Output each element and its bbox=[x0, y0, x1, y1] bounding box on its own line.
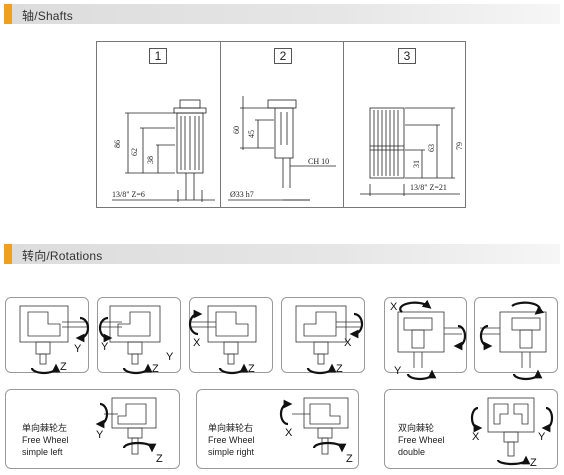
gearbox-diagram-1 bbox=[19, 305, 88, 365]
rotation-arrow-icon bbox=[349, 312, 364, 339]
axis-z-label: Z bbox=[336, 363, 343, 375]
gearbox-diagram-5 bbox=[397, 311, 462, 368]
free-wheel-right-en1: Free Wheel bbox=[208, 435, 255, 445]
section-accent bbox=[4, 4, 12, 24]
shaft-2-diameter: Ø33 h7 bbox=[230, 190, 254, 199]
section-accent bbox=[4, 244, 12, 264]
gearbox-diagram-2 bbox=[100, 305, 161, 365]
rotation-arrow-icon bbox=[30, 363, 61, 375]
rotations-section-title: 转向/Rotations bbox=[22, 249, 103, 263]
axis-z-label: Z bbox=[530, 457, 537, 469]
rotation-arrow-icon bbox=[512, 369, 543, 381]
free-wheel-double-label: 双向棘轮 Free Wheel double bbox=[398, 422, 445, 458]
shaft-1-dim-mid: 62 bbox=[130, 148, 139, 156]
shaft-1-spline: 13/8" Z=6 bbox=[112, 190, 145, 199]
shaft-number-2: 2 bbox=[274, 48, 292, 64]
axis-y-label: Y bbox=[166, 351, 174, 363]
free-wheel-double-cn: 双向棘轮 bbox=[398, 423, 435, 433]
free-wheel-right-diagram bbox=[292, 397, 349, 455]
free-wheel-double-en1: Free Wheel bbox=[398, 435, 445, 445]
shaft-3-drawing bbox=[360, 107, 460, 196]
shafts-section-header: 轴/Shafts bbox=[4, 4, 560, 24]
shaft-1-dim-total: 86 bbox=[113, 140, 122, 148]
rotation-arrow-icon bbox=[312, 441, 347, 453]
free-wheel-left-en2: simple left bbox=[22, 447, 63, 457]
shaft-number-3: 3 bbox=[398, 48, 416, 64]
rotation-arrow-icon bbox=[399, 299, 432, 313]
gearbox-diagram-6 bbox=[480, 311, 547, 368]
axis-z-label: Z bbox=[60, 361, 67, 373]
rotation-arrow-icon bbox=[406, 369, 437, 381]
free-wheel-left-panel bbox=[5, 389, 180, 469]
axis-y-label: Y bbox=[394, 365, 402, 377]
gearbox-diagram-3 bbox=[190, 305, 257, 365]
shaft-3-dim-low: 31 bbox=[412, 160, 421, 168]
rotation-arrow-icon bbox=[496, 455, 531, 466]
free-wheel-right-cn: 单向棘轮右 bbox=[208, 423, 254, 433]
axis-y-label: Y bbox=[96, 429, 104, 441]
rotation-arrow-icon bbox=[479, 324, 493, 351]
axis-x-label: X bbox=[285, 427, 293, 439]
column-divider bbox=[343, 42, 344, 207]
axis-z-label: Z bbox=[248, 363, 255, 375]
rotation-arrow-icon bbox=[470, 406, 483, 433]
shaft-number-1: 1 bbox=[149, 48, 167, 64]
axis-y-label: Y bbox=[101, 341, 109, 353]
free-wheel-left-label: 单向棘轮左 Free Wheel simple left bbox=[22, 422, 69, 458]
axis-y-label: Y bbox=[538, 431, 546, 443]
shaft-3-dim-total: 79 bbox=[455, 142, 464, 150]
shaft-1-drawing bbox=[112, 99, 215, 202]
shaft-3-dim-mid: 63 bbox=[427, 144, 436, 152]
rotation-arrow-icon bbox=[218, 363, 249, 375]
rotation-arrow-icon bbox=[122, 441, 157, 453]
axis-x-label: X bbox=[193, 337, 201, 349]
rotation-arrow-icon bbox=[122, 363, 153, 375]
axis-z-label: Z bbox=[152, 363, 159, 375]
axis-y-label: Y bbox=[74, 343, 82, 355]
free-wheel-right-en2: simple right bbox=[208, 447, 255, 457]
axis-x-label: X bbox=[472, 431, 480, 443]
rotation-arrow-icon bbox=[188, 309, 203, 336]
free-wheel-double-diagram bbox=[487, 397, 535, 457]
shaft-2-dim-total: 60 bbox=[232, 126, 241, 134]
shaft-1-dim-low: 38 bbox=[146, 156, 155, 164]
free-wheel-right-label: 单向棘轮右 Free Wheel simple right bbox=[208, 422, 255, 458]
rotation-arrow-icon bbox=[75, 316, 90, 343]
free-wheel-left-cn: 单向棘轮左 bbox=[22, 423, 68, 433]
shaft-2-dim-mid: 45 bbox=[247, 130, 256, 138]
rotation-arrow-icon bbox=[453, 324, 467, 351]
rotation-arrow-icon bbox=[541, 406, 554, 433]
free-wheel-left-diagram bbox=[104, 397, 157, 455]
rotation-arrow-icon bbox=[511, 301, 545, 315]
rotation-arrow-icon bbox=[95, 402, 109, 429]
shaft-3-spline: 13/8" Z=21 bbox=[410, 183, 447, 192]
rotation-arrow-icon bbox=[98, 316, 113, 343]
axis-x-label: X bbox=[390, 301, 398, 313]
rotations-section-header: 转向/Rotations bbox=[4, 244, 560, 264]
shafts-table: 1 2 3 bbox=[96, 41, 466, 208]
axis-x-label: X bbox=[344, 337, 352, 349]
rotation-arrow-icon bbox=[279, 399, 293, 426]
rotation-arrow-icon bbox=[306, 363, 337, 375]
free-wheel-double-en2: double bbox=[398, 447, 426, 457]
axis-z-label: Z bbox=[156, 453, 163, 465]
gearbox-diagram-4 bbox=[295, 305, 362, 365]
shaft-2-drawing bbox=[228, 96, 336, 201]
column-divider bbox=[220, 42, 221, 207]
axis-z-label: Z bbox=[346, 453, 353, 465]
shaft-2-key: CH 10 bbox=[308, 157, 329, 166]
free-wheel-left-en1: Free Wheel bbox=[22, 435, 69, 445]
shafts-section-title: 轴/Shafts bbox=[22, 9, 73, 23]
